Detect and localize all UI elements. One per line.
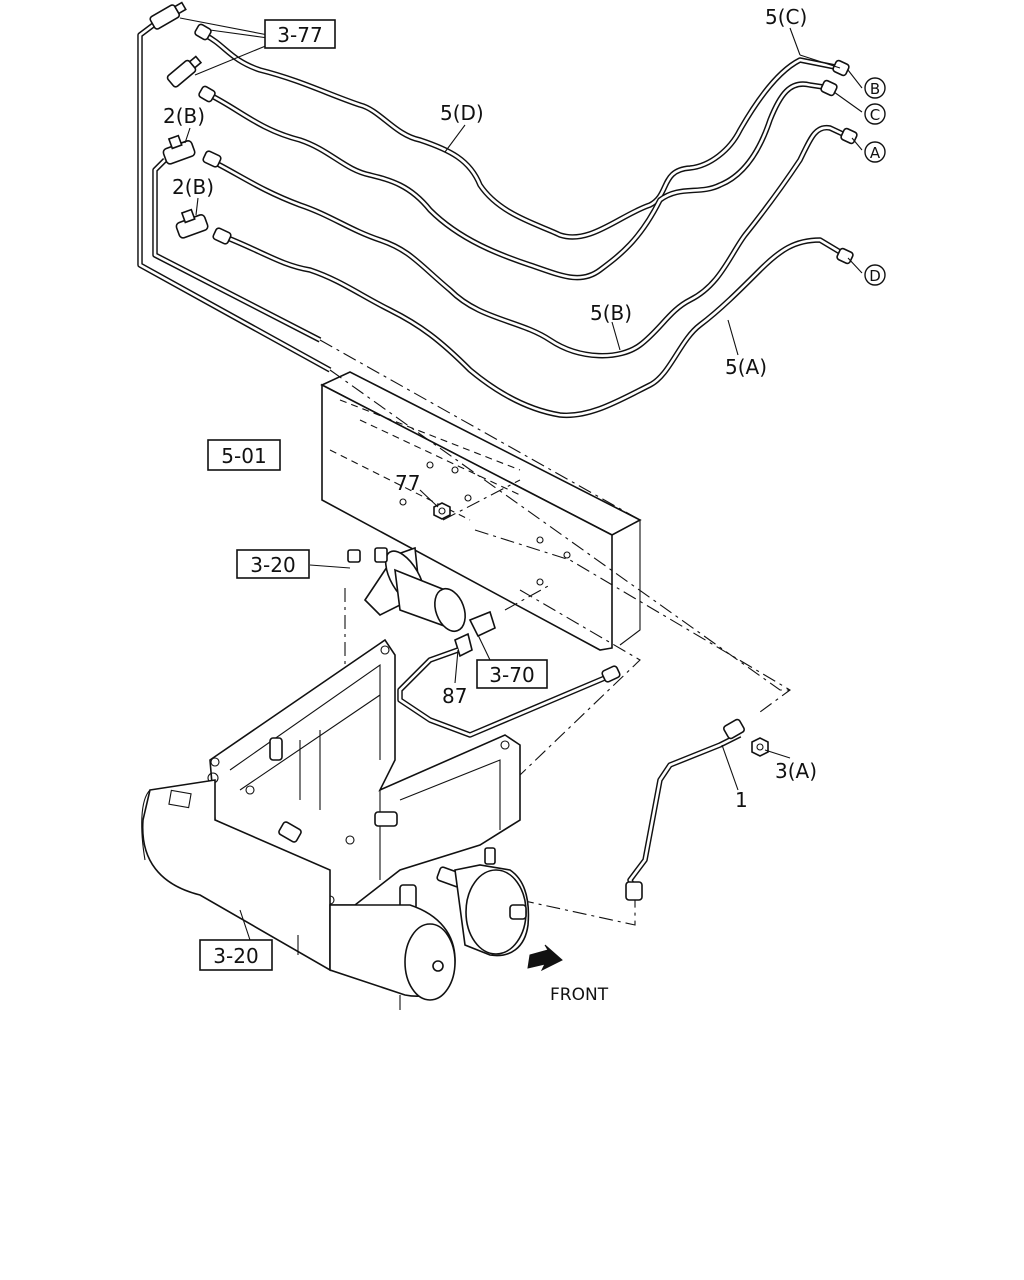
ref-box-5-01[interactable]: 5-01 xyxy=(207,439,281,471)
svg-text:D: D xyxy=(869,267,881,285)
circle-marker-a: A xyxy=(864,141,886,163)
label-3a: 3(A) xyxy=(775,759,817,783)
svg-text:B: B xyxy=(870,80,880,98)
label-77: 77 xyxy=(395,471,420,495)
label-5b: 5(B) xyxy=(590,301,632,325)
ref-box-3-77[interactable]: 3-77 xyxy=(264,19,336,49)
circle-marker-b: B xyxy=(864,77,886,99)
label-5c: 5(C) xyxy=(765,5,807,29)
svg-text:C: C xyxy=(870,106,880,124)
label-front: FRONT xyxy=(550,985,609,1005)
part-labels: 5(C) 5(D) 2(B) 2(B) 5(B) 5(A) 77 87 3(A)… xyxy=(163,5,817,1005)
label-2b-upper: 2(B) xyxy=(163,104,205,128)
circle-markers: B C A D xyxy=(864,77,886,286)
front-arrow-icon xyxy=(527,944,563,972)
ref-5-01-label: 5-01 xyxy=(221,444,266,468)
pipe-1 xyxy=(625,718,745,901)
label-5a: 5(A) xyxy=(725,355,767,379)
label-87: 87 xyxy=(442,684,467,708)
ref-box-3-20-bottom[interactable]: 3-20 xyxy=(199,939,273,971)
reference-boxes: 3-77 5-01 3-20 3-70 3-20 xyxy=(199,19,548,971)
relay-valve xyxy=(347,546,496,658)
ref-box-3-70[interactable]: 3-70 xyxy=(476,659,548,689)
ref-3-70-label: 3-70 xyxy=(489,663,534,687)
label-2b-lower: 2(B) xyxy=(172,175,214,199)
ref-3-20-bottom-label: 3-20 xyxy=(213,944,258,968)
ref-box-3-20-top[interactable]: 3-20 xyxy=(236,549,310,579)
pipe-fittings xyxy=(149,1,858,265)
connector-2b-upper xyxy=(162,134,196,165)
air-tanks xyxy=(141,779,530,1010)
brake-pipes xyxy=(137,17,847,419)
label-5d: 5(D) xyxy=(440,101,484,125)
circle-marker-d: D xyxy=(864,264,886,286)
ref-3-77-label: 3-77 xyxy=(277,23,322,47)
leader-lines xyxy=(319,339,791,926)
pipe-5a xyxy=(219,232,847,419)
connector-2b-lower xyxy=(175,208,209,239)
pipe-87 xyxy=(397,647,621,738)
ref-3-20-top-label: 3-20 xyxy=(250,553,295,577)
svg-text:A: A xyxy=(870,144,881,162)
callout-lines xyxy=(179,17,863,941)
label-1: 1 xyxy=(735,788,748,812)
circle-marker-c: C xyxy=(864,103,886,125)
nut-3a xyxy=(751,737,769,757)
